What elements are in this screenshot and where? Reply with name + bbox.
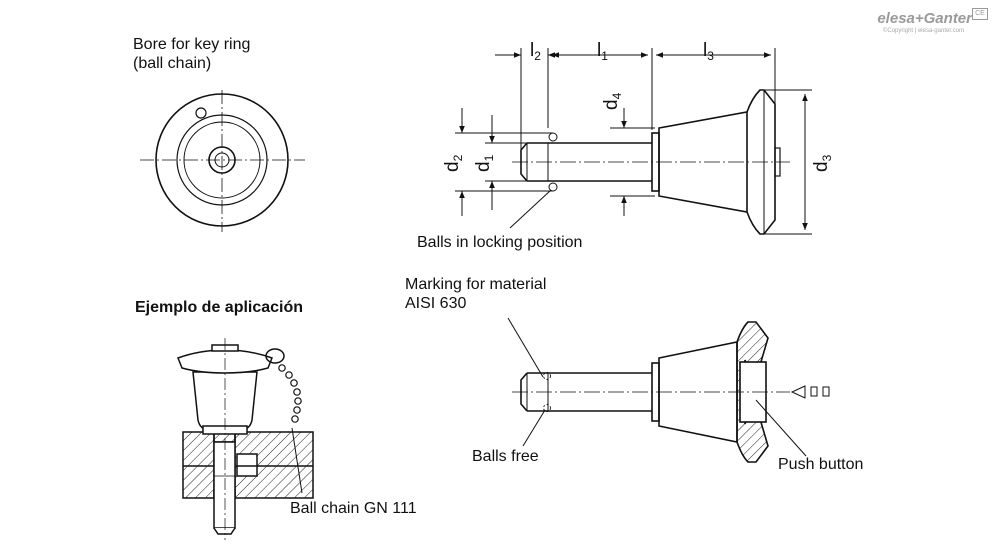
marking-label-line1: Marking for material [405, 276, 547, 293]
key-ring-bore [195, 107, 207, 119]
dim-d2-main: d [442, 161, 463, 172]
section-view [512, 321, 790, 463]
dim-d3-sub: 3 [820, 154, 834, 162]
dim-l1-sub: 1 [601, 49, 608, 63]
dim-l2-main: l [530, 40, 535, 61]
balls-free-label: Balls free [472, 448, 539, 465]
dim-l2: l2 [530, 40, 541, 63]
brand-logo: elesa+Ganter [877, 10, 972, 27]
ce-mark-icon: CE [972, 8, 988, 20]
side-view [512, 89, 790, 235]
dim-l3-sub: 3 [707, 49, 714, 63]
dim-d3: d3 [811, 155, 834, 172]
dim-d2-sub: 2 [451, 154, 465, 162]
dim-d4-sub: 4 [610, 92, 624, 100]
leader-lines [507, 317, 807, 457]
marking-label-line2: AISI 630 [405, 295, 467, 312]
dim-l2-sub: 2 [534, 49, 541, 63]
dimension-lines [455, 48, 812, 235]
dim-d1-sub: 1 [482, 154, 496, 162]
dim-d1-main: d [473, 161, 494, 172]
dim-l3: l3 [703, 40, 714, 63]
dim-l3-main: l [703, 40, 708, 61]
dim-l1-main: l [597, 40, 602, 61]
dim-d3-main: d [811, 161, 832, 172]
bore-label-line2: (ball chain) [133, 55, 212, 72]
ejemplo-label: Ejemplo de aplicación [135, 299, 304, 316]
ball-chain-label: Ball chain GN 111 [290, 500, 417, 517]
dim-d4: d4 [601, 93, 624, 110]
bore-label-line1: Bore for key ring [133, 36, 251, 53]
brand-copyright: ©Copyright | elesa-ganter.com [882, 28, 964, 34]
bore-label: Bore for key ring (ball chain) [133, 35, 250, 73]
dim-l1: l1 [597, 40, 608, 63]
dim-d1: d1 [473, 155, 496, 172]
balls-locking-label: Balls in locking position [417, 234, 583, 251]
push-direction-icon [790, 385, 830, 399]
marking-label: Marking for material AISI 630 [405, 275, 546, 313]
application-example [177, 338, 314, 540]
dim-d2: d2 [442, 155, 465, 172]
push-button-label: Push button [778, 456, 864, 473]
front-view [140, 90, 305, 232]
dim-d4-main: d [601, 99, 622, 110]
